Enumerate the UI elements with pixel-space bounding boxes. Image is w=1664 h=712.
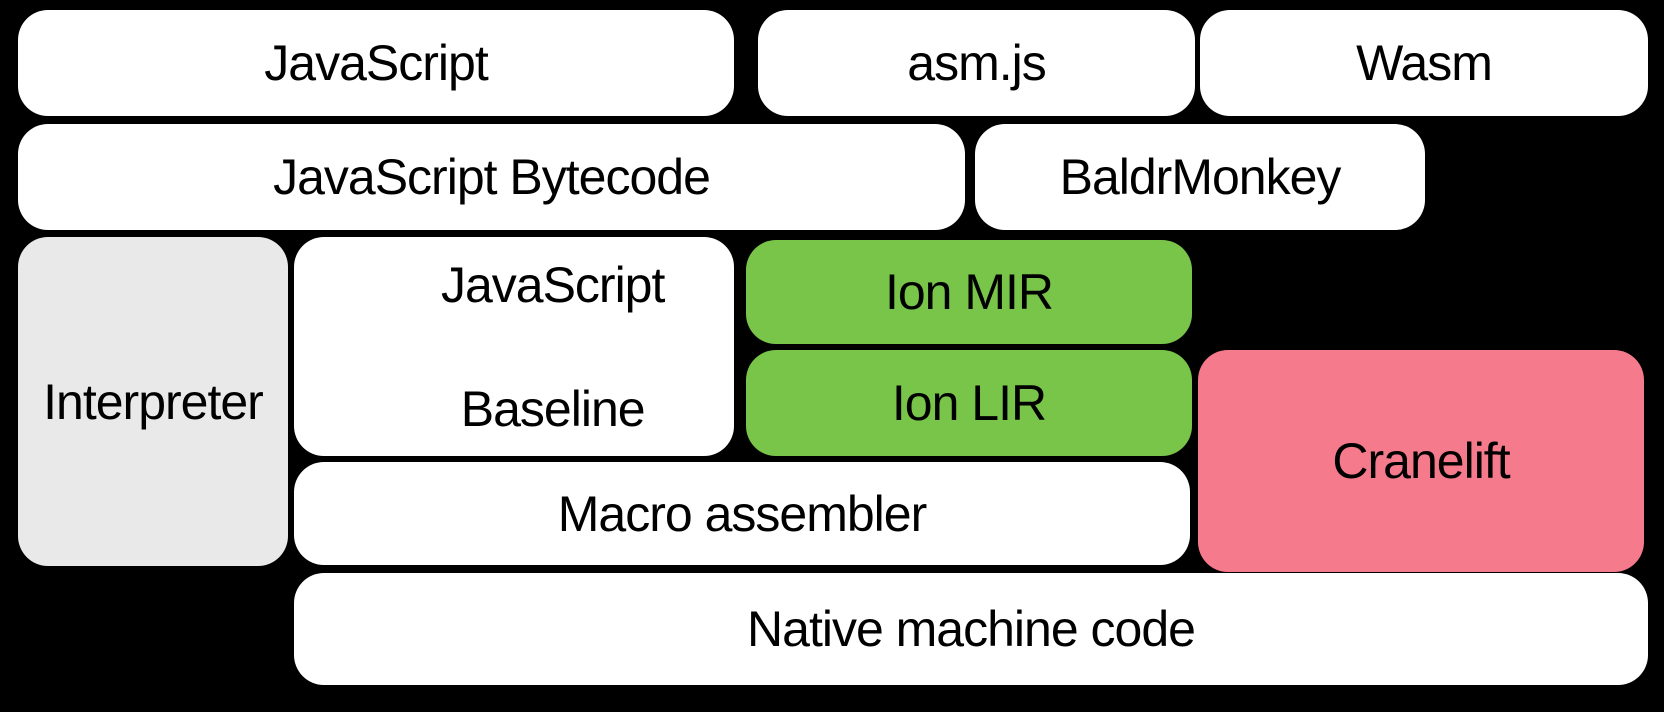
node-wasm-label: Wasm <box>1356 35 1493 91</box>
node-javascript-baseline-line2: Baseline <box>460 380 646 437</box>
node-javascript-label: JavaScript <box>264 35 488 91</box>
node-asmjs: asm.js <box>758 10 1195 116</box>
node-interpreter-label: Interpreter <box>43 373 264 430</box>
node-javascript-baseline-label: JavaScript Baseline <box>364 192 665 502</box>
node-macro-assembler: Macro assembler <box>294 462 1190 565</box>
node-baldrmonkey-label: BaldrMonkey <box>1059 149 1342 205</box>
node-native-machine-code: Native machine code <box>294 573 1648 685</box>
node-javascript-baseline-line1: JavaScript <box>440 256 665 313</box>
node-wasm: Wasm <box>1200 10 1648 116</box>
node-ion-lir-label: Ion LIR <box>891 375 1047 431</box>
node-cranelift-label: Cranelift <box>1332 433 1510 489</box>
node-javascript-baseline: JavaScript Baseline <box>294 237 734 456</box>
node-macro-assembler-label: Macro assembler <box>557 485 927 542</box>
node-ion-lir: Ion LIR <box>746 350 1192 456</box>
node-baldrmonkey: BaldrMonkey <box>975 124 1425 230</box>
node-cranelift: Cranelift <box>1198 350 1644 572</box>
node-asmjs-label: asm.js <box>907 35 1046 91</box>
node-ion-mir-label: Ion MIR <box>884 264 1054 320</box>
node-interpreter: Interpreter <box>18 237 288 566</box>
node-javascript: JavaScript <box>18 10 734 116</box>
node-javascript-bytecode: JavaScript Bytecode <box>18 124 965 230</box>
node-ion-mir: Ion MIR <box>746 240 1192 344</box>
node-javascript-bytecode-label: JavaScript Bytecode <box>273 149 711 205</box>
node-native-machine-code-label: Native machine code <box>747 601 1196 657</box>
